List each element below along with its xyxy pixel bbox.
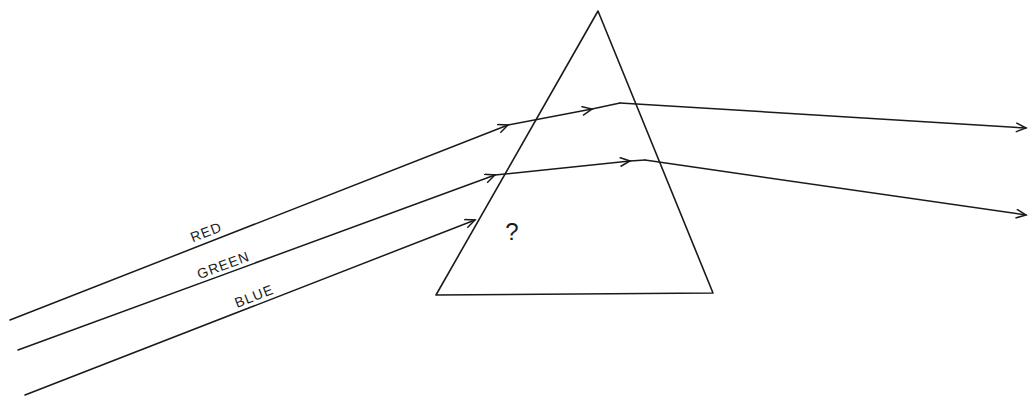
ray-label: GREEN — [193, 248, 253, 282]
red-ray — [620, 103, 1026, 128]
green-ray — [495, 161, 630, 175]
ray-label: RED — [186, 218, 226, 245]
red-ray — [592, 103, 620, 109]
green-ray — [18, 175, 495, 350]
red-ray — [508, 109, 592, 125]
prism: ? — [435, 10, 715, 298]
green-ray — [645, 160, 1026, 215]
question-mark: ? — [505, 220, 518, 244]
prism-outline — [435, 10, 715, 298]
red-ray — [10, 125, 508, 320]
blue-ray — [25, 220, 475, 395]
green-ray — [630, 160, 645, 161]
prism-outline — [436, 11, 713, 295]
